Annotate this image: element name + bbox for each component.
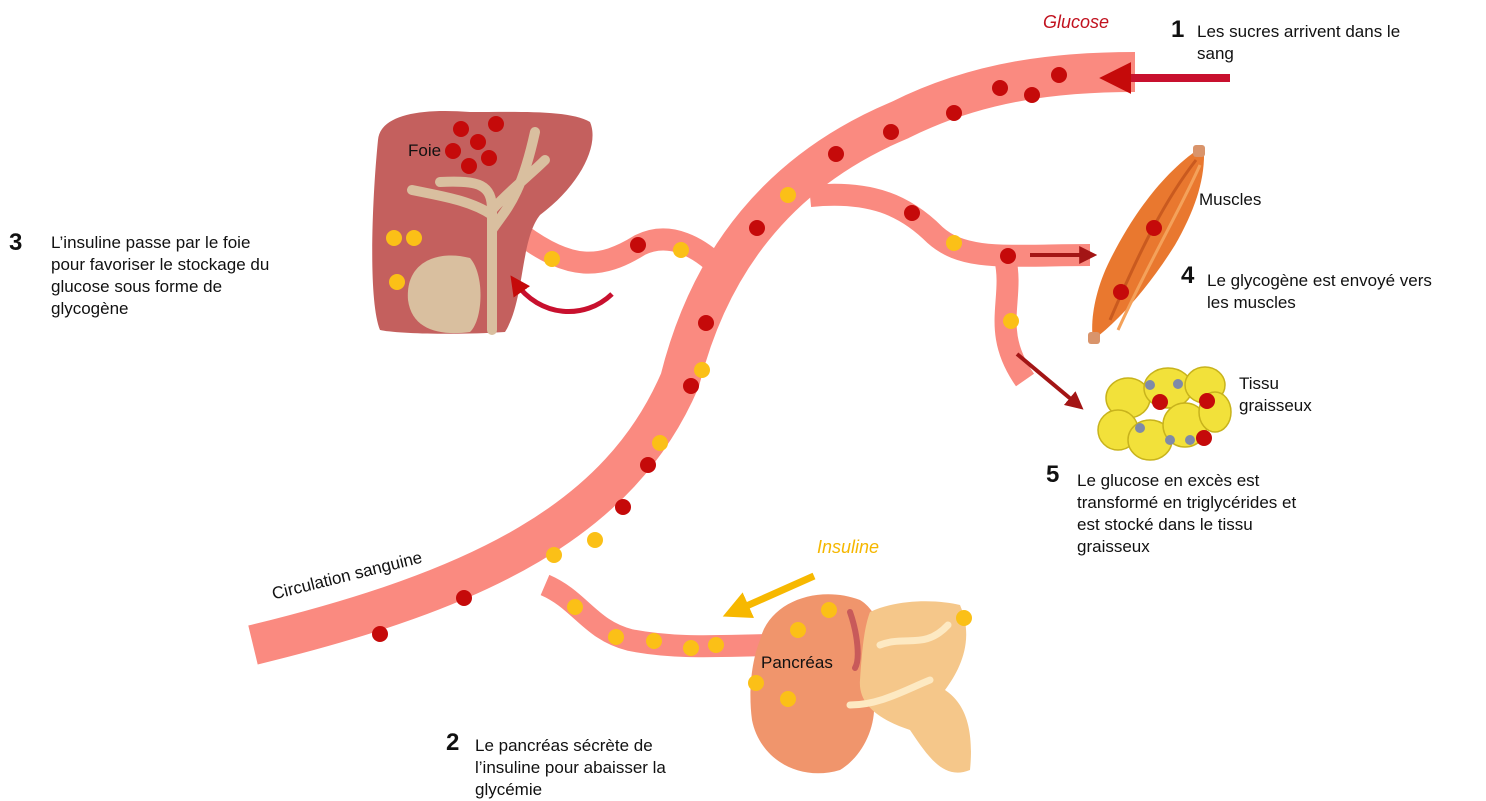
glucose-dot <box>1113 284 1129 300</box>
insulin-dot <box>544 251 560 267</box>
insulin-dot <box>790 622 806 638</box>
step-number: 2 <box>446 730 459 756</box>
step-number: 1 <box>1171 17 1184 43</box>
fat-arrow <box>1017 354 1078 405</box>
glucose-dot <box>1146 220 1162 236</box>
pancreas-branch <box>545 585 780 646</box>
glucose-dot <box>828 146 844 162</box>
insulin-dot <box>389 274 405 290</box>
glucose-dot <box>488 116 504 132</box>
glucose-dot <box>640 457 656 473</box>
insulin-dot <box>780 187 796 203</box>
insulin-dot <box>652 435 668 451</box>
step-number: 4 <box>1181 263 1194 289</box>
insulin-dot <box>683 640 699 656</box>
step-text: Les sucres arrivent dans le sang <box>1197 21 1400 65</box>
glucose-dot <box>372 626 388 642</box>
glucose-dot <box>1199 393 1215 409</box>
step-text: Le pancréas sécrète de l’insuline pour a… <box>475 735 666 801</box>
pancreas-label: Pancréas <box>761 653 833 673</box>
insulin-dot <box>748 675 764 691</box>
insulin-dot <box>673 242 689 258</box>
step-text: Le glycogène est envoyé vers les muscles <box>1207 270 1432 314</box>
foie-label: Foie <box>408 141 441 161</box>
glucose-dot <box>1000 248 1016 264</box>
pancreas-illustration <box>750 594 971 773</box>
insulin-dot <box>694 362 710 378</box>
glucose-dot <box>1196 430 1212 446</box>
step-text: Le glucose en excès est transformé en tr… <box>1077 470 1296 558</box>
insulin-dot <box>1003 313 1019 329</box>
insulin-dot <box>587 532 603 548</box>
insulin-dot <box>567 599 583 615</box>
glucose-dot <box>946 105 962 121</box>
muscle-illustration <box>1088 145 1205 344</box>
insulin-dot <box>608 629 624 645</box>
glucose-dot <box>883 124 899 140</box>
insulin-dot <box>646 633 662 649</box>
step-number: 3 <box>9 230 22 256</box>
glucose-dot <box>630 237 646 253</box>
insulin-dot <box>821 602 837 618</box>
glucose-dot <box>1024 87 1040 103</box>
step-text: L’insuline passe par le foie pour favori… <box>51 232 269 320</box>
glucose-dot <box>904 205 920 221</box>
glucose-dot <box>749 220 765 236</box>
muscles-label: Muscles <box>1199 190 1261 210</box>
insulin-dot <box>708 637 724 653</box>
fat-tissue-illustration <box>1098 367 1231 460</box>
glucose-dot <box>453 121 469 137</box>
tissu-label: Tissu graisseux <box>1239 373 1312 417</box>
glucose-dot <box>992 80 1008 96</box>
step-number: 5 <box>1046 462 1059 488</box>
glucose-dot <box>481 150 497 166</box>
insulin-dot <box>386 230 402 246</box>
insulin-dot <box>956 610 972 626</box>
glucose-dot <box>470 134 486 150</box>
glucose-dot <box>1051 67 1067 83</box>
insulin-dot <box>780 691 796 707</box>
glucose-dot <box>698 315 714 331</box>
glucose-dot <box>683 378 699 394</box>
glucose-dot <box>456 590 472 606</box>
glucose-dot <box>615 499 631 515</box>
glucose-dot <box>461 158 477 174</box>
glucose-label: Glucose <box>1043 12 1109 33</box>
liver-return-arrow <box>515 282 612 312</box>
insuline-label: Insuline <box>817 537 879 558</box>
glucose-dot <box>445 143 461 159</box>
insulin-dot <box>406 230 422 246</box>
insulin-dot <box>946 235 962 251</box>
insulin-dot <box>546 547 562 563</box>
glucose-dot <box>1152 394 1168 410</box>
